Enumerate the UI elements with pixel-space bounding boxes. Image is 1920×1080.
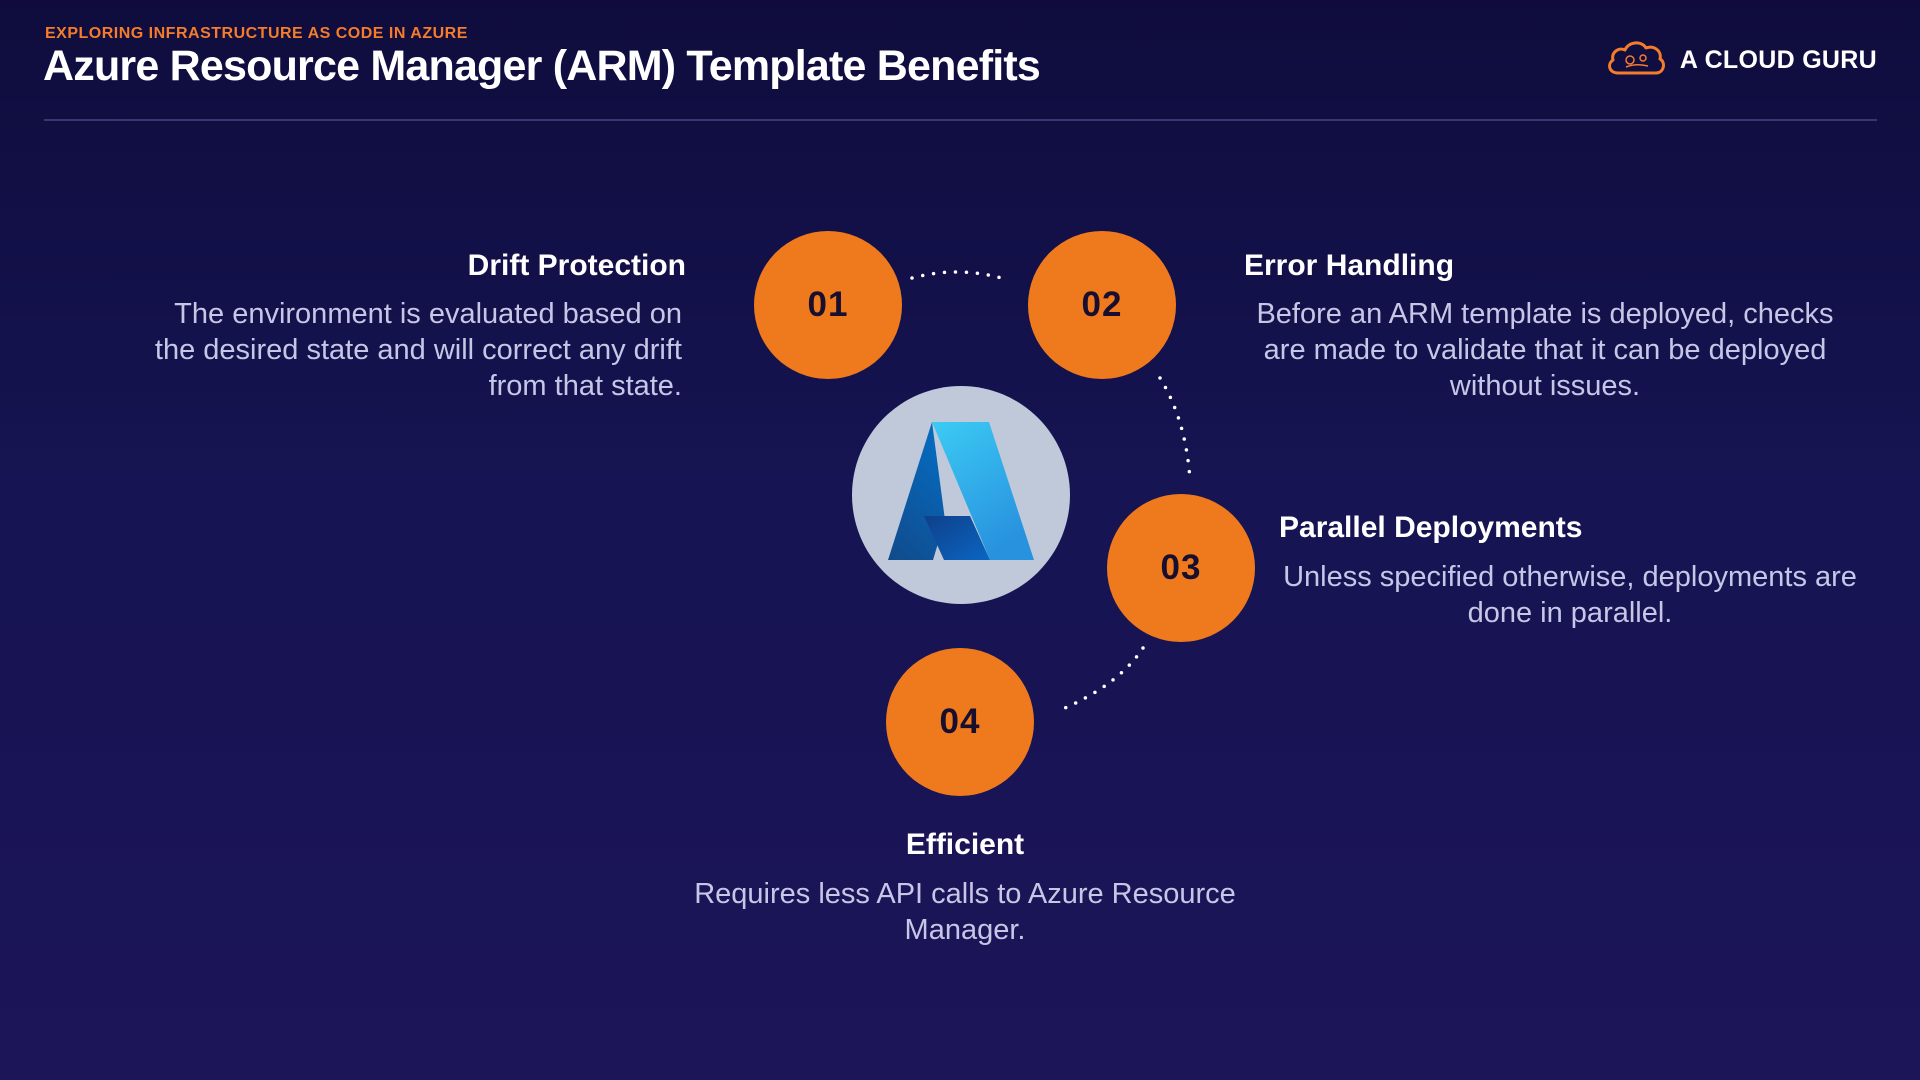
brand-logo: A CLOUD GURU: [1604, 38, 1877, 83]
step-04-description: Requires less API calls to Azure Resourc…: [694, 878, 1236, 946]
header-kicker: EXPLORING INFRASTRUCTURE AS CODE IN AZUR…: [45, 25, 468, 42]
step-01-description: The environment is evaluated based on th…: [154, 298, 682, 402]
step-04-badge: 04: [886, 648, 1034, 796]
step-02-description: Before an ARM template is deployed, chec…: [1256, 298, 1834, 402]
step-01-title: Drift Protection: [467, 249, 686, 282]
step-01-badge: 01: [754, 231, 902, 379]
step-04-title: Efficient: [905, 828, 1025, 861]
step-03-title: Parallel Deployments: [1279, 511, 1583, 544]
page-title: Azure Resource Manager (ARM) Template Be…: [43, 42, 1041, 90]
step-03-description: Unless specified otherwise, deployments …: [1283, 561, 1857, 629]
step-03-badge: 03: [1107, 494, 1255, 642]
azure-logo-icon: [886, 420, 1036, 570]
step-02-title: Error Handling: [1244, 249, 1455, 282]
step-02-badge: 02: [1028, 231, 1176, 379]
connector-03-04: [1056, 646, 1145, 713]
connector-01-02: [910, 270, 1010, 282]
header-divider: [44, 119, 1877, 121]
cloud-icon: [1604, 38, 1668, 83]
connector-02-03: [1158, 376, 1192, 482]
azure-hub: [852, 386, 1070, 604]
brand-name: A CLOUD GURU: [1679, 46, 1877, 74]
